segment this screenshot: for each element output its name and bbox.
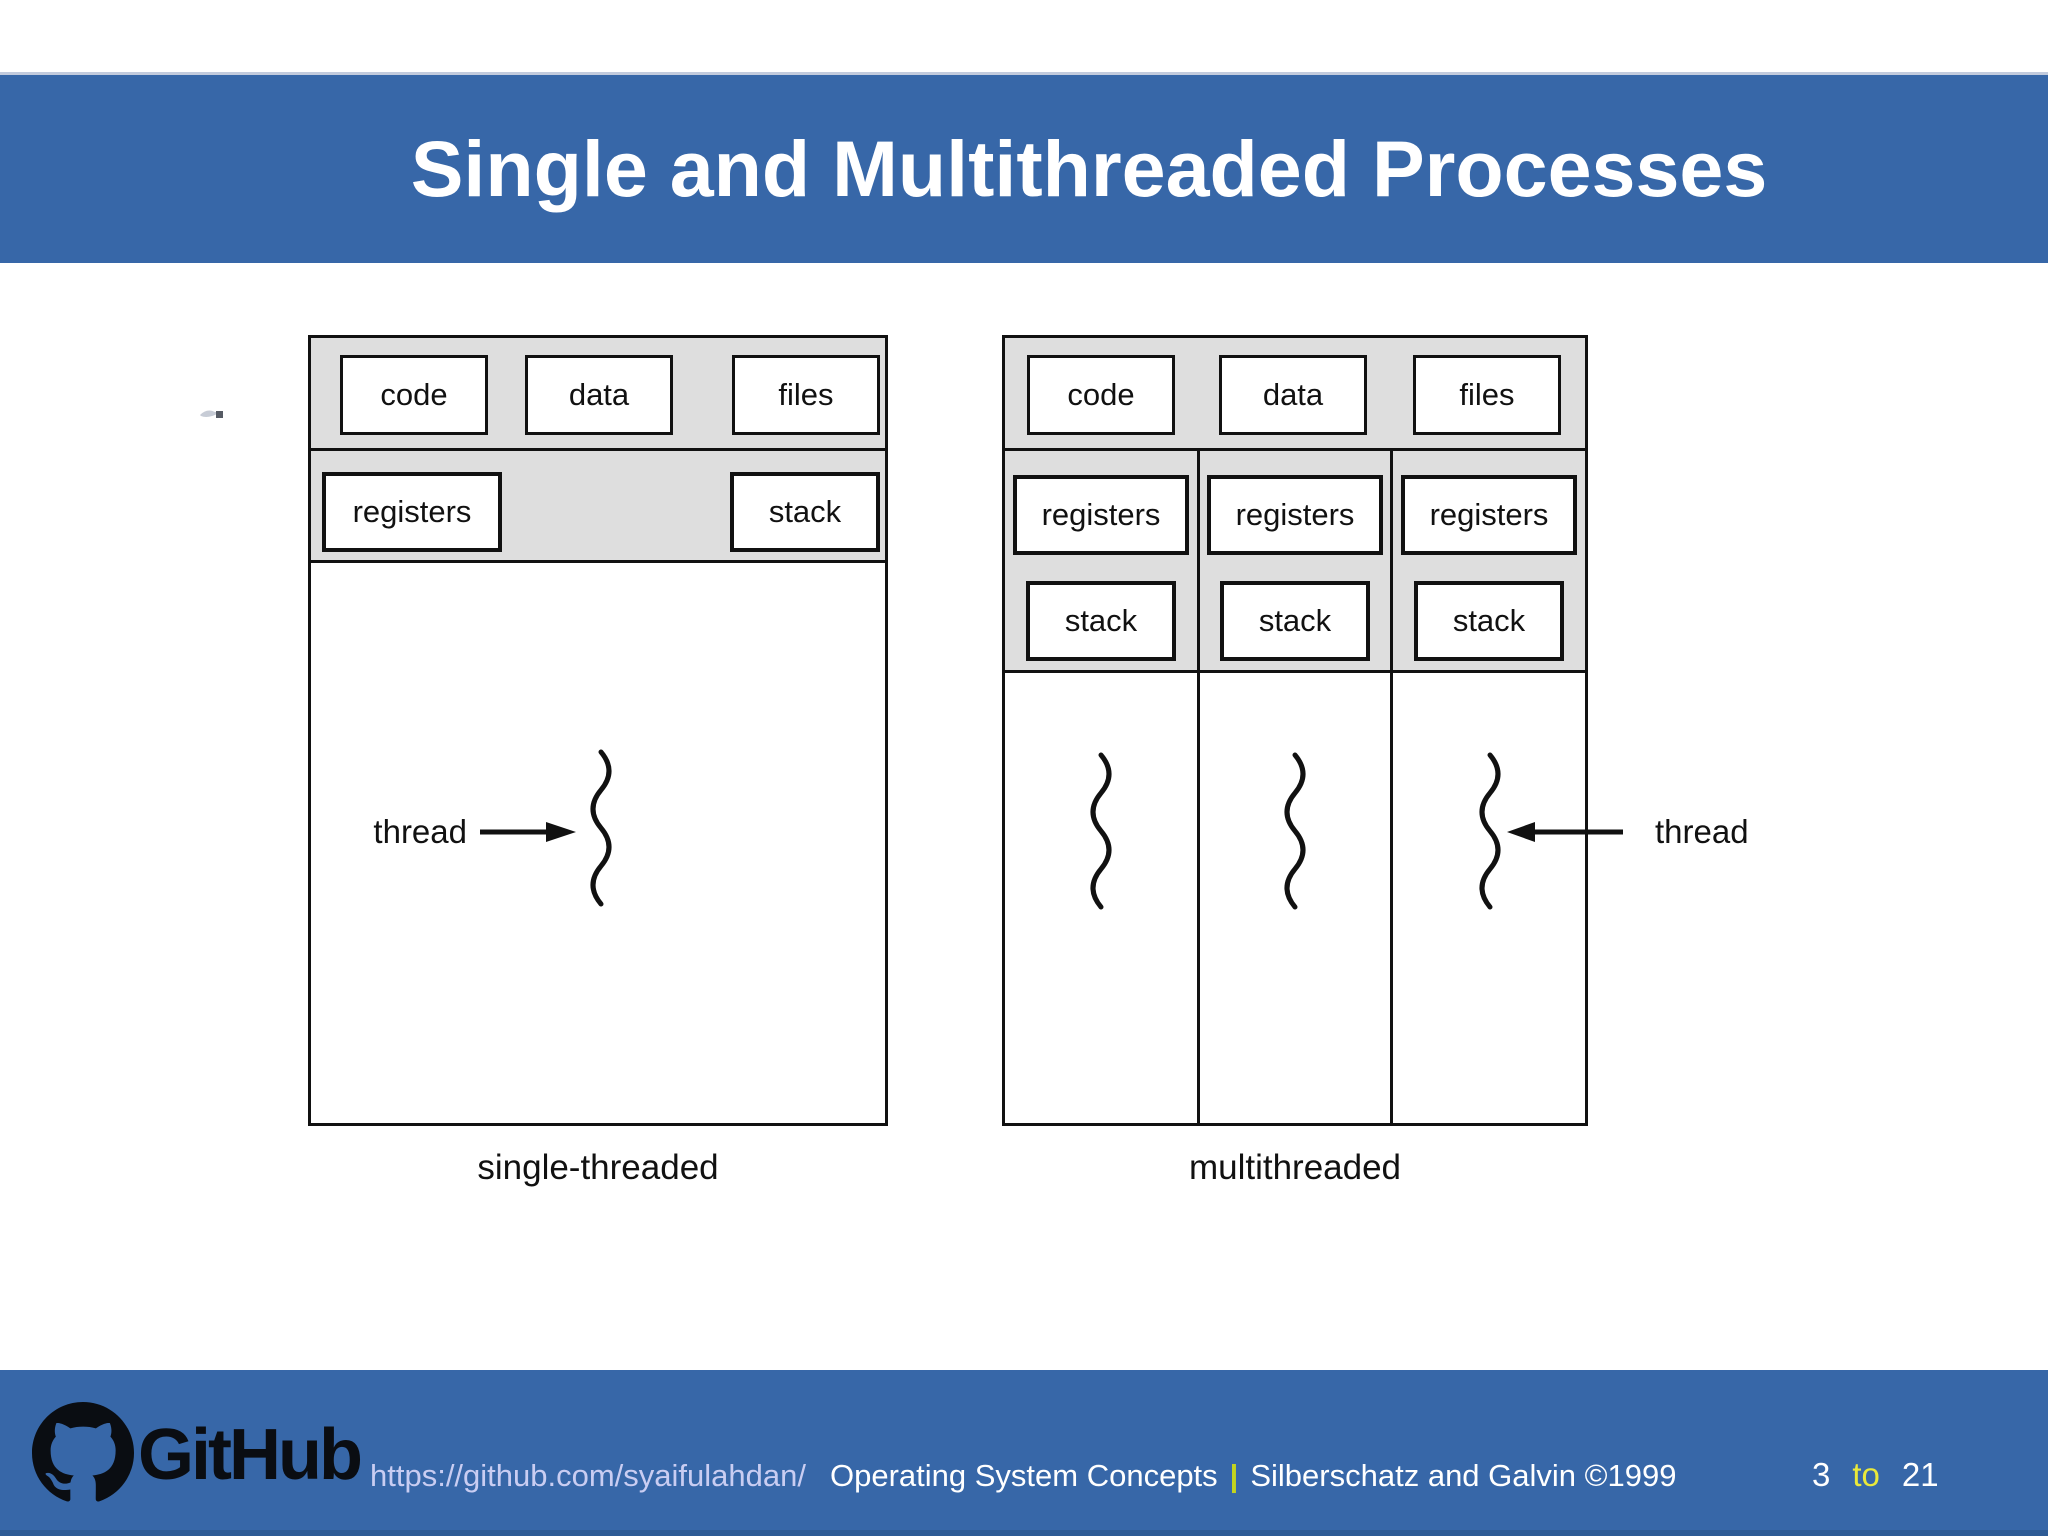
footer-bar: GitHub https://github.com/syaifulahdan/ …	[0, 1370, 2048, 1536]
single-stack-box: stack	[730, 472, 880, 552]
multi-files-label: files	[1459, 377, 1515, 412]
multithreaded-process-box: code data files registers stack	[1002, 335, 1588, 1126]
footer-page-indicator: 3 to 21	[1812, 1456, 1939, 1494]
github-wordmark: GitHub	[138, 1415, 363, 1495]
multi-col1-registers-box: registers	[1013, 475, 1189, 555]
multi-thread-squiggle-2-icon	[1284, 752, 1306, 910]
multi-thread-arrow-icon	[1507, 822, 1623, 842]
multi-col1-gray-zone: registers stack	[1005, 451, 1197, 673]
single-registers-stack-band: registers stack	[311, 451, 885, 563]
multi-col3-registers-label: registers	[1429, 497, 1549, 532]
multi-thread-label: thread	[1655, 813, 1749, 850]
footer-authors-credit: Silberschatz and Galvin ©1999	[1250, 1458, 1677, 1493]
multi-col3-gray-zone: registers stack	[1393, 451, 1585, 673]
multi-code-label: code	[1067, 377, 1135, 412]
single-thread-squiggle-icon	[590, 749, 612, 907]
multi-col3-stack-label: stack	[1452, 603, 1526, 638]
multi-col3-stack-box: stack	[1414, 581, 1564, 661]
single-thread-arrow-icon	[480, 822, 576, 842]
single-threaded-caption: single-threaded	[477, 1148, 719, 1187]
github-octocat-icon	[32, 1402, 134, 1502]
multi-col1-registers-label: registers	[1041, 497, 1161, 532]
multi-col3-registers-box: registers	[1401, 475, 1577, 555]
multi-col1-stack-label: stack	[1064, 603, 1138, 638]
single-registers-box: registers	[322, 472, 502, 552]
multi-thread-column-1: registers stack	[1005, 451, 1197, 1123]
multi-col2-registers-box: registers	[1207, 475, 1383, 555]
multi-files-box: files	[1413, 355, 1561, 435]
multi-thread-column-3: registers stack	[1390, 451, 1585, 1123]
single-data-box: data	[525, 355, 673, 435]
footer-text-line: https://github.com/syaifulahdan/ Operati…	[370, 1458, 1676, 1494]
multi-thread-column-2: registers stack	[1197, 451, 1390, 1123]
footer-separator: |	[1229, 1458, 1239, 1493]
single-thread-label: thread	[373, 813, 467, 850]
stray-smudge-mark	[200, 410, 223, 418]
single-files-box: files	[732, 355, 880, 435]
title-bar: Single and Multithreaded Processes	[0, 72, 2048, 263]
single-data-label: data	[568, 377, 630, 412]
single-threaded-process-box: code data files registers stack	[308, 335, 888, 1126]
multi-code-box: code	[1027, 355, 1175, 435]
multi-col2-stack-box: stack	[1220, 581, 1370, 661]
single-code-label: code	[380, 377, 448, 412]
multi-code-data-files-band: code data files	[1005, 338, 1585, 451]
single-registers-label: registers	[352, 494, 472, 529]
page-word-to: to	[1852, 1456, 1880, 1493]
single-code-data-files-band: code data files	[311, 338, 885, 451]
page-total: 21	[1901, 1456, 1939, 1493]
multi-col2-registers-label: registers	[1235, 497, 1355, 532]
page-title: Single and Multithreaded Processes	[410, 124, 1768, 213]
multi-col2-gray-zone: registers stack	[1200, 451, 1390, 673]
multithreaded-caption: multithreaded	[1188, 1148, 1402, 1187]
single-files-label: files	[778, 377, 834, 412]
multi-col1-stack-box: stack	[1026, 581, 1176, 661]
multi-thread-squiggle-1-icon	[1090, 752, 1112, 910]
multi-col2-stack-label: stack	[1258, 603, 1332, 638]
multi-data-box: data	[1219, 355, 1367, 435]
multi-data-label: data	[1262, 377, 1324, 412]
single-stack-label: stack	[768, 494, 842, 529]
multi-thread-squiggle-3-icon	[1479, 752, 1501, 910]
footer-url-link[interactable]: https://github.com/syaifulahdan/	[370, 1458, 806, 1493]
multi-thread-columns: registers stack registers stac	[1005, 451, 1585, 1123]
footer-course-title: Operating System Concepts	[829, 1458, 1218, 1493]
single-code-box: code	[340, 355, 488, 435]
page-current: 3	[1812, 1456, 1831, 1493]
